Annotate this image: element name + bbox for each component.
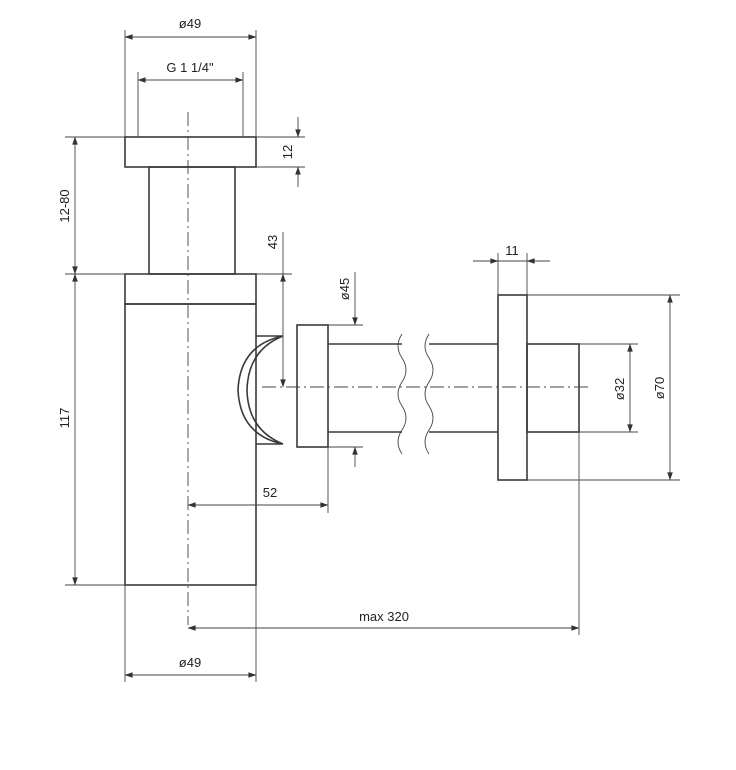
- dimension-labels: ø49 G 1 1/4" 12 12-80 117 43 ø45 52 ø49 …: [57, 16, 667, 670]
- label-cap-height: 12: [280, 145, 295, 159]
- label-max-length: max 320: [359, 609, 409, 624]
- top-cap: [124, 136, 257, 168]
- riser-tube: [148, 166, 236, 275]
- body-collar: [124, 273, 257, 305]
- dimension-lines: [72, 34, 673, 678]
- flange-plate: [497, 294, 528, 481]
- label-thread: G 1 1/4": [166, 60, 214, 75]
- body-cylinder: [124, 303, 257, 586]
- label-bottom-diameter: ø49: [179, 655, 201, 670]
- label-adjust-range: 12-80: [57, 189, 72, 222]
- outlet-elbow: [237, 335, 284, 445]
- outlet-pipe: [328, 333, 498, 455]
- label-body-height: 117: [57, 408, 72, 429]
- label-flange-diameter: ø70: [652, 377, 667, 399]
- pipe-break-right: [424, 333, 434, 455]
- wall-flange: [497, 294, 580, 481]
- siphon-body: [124, 136, 329, 586]
- label-top-diameter: ø49: [179, 16, 201, 31]
- outlet-nut: [296, 324, 329, 448]
- elbow-inner: [246, 335, 284, 445]
- wall-pipe: [526, 343, 580, 433]
- label-body-to-nut: 52: [263, 485, 277, 500]
- label-pipe-diameter: ø32: [612, 378, 627, 400]
- label-flange-thickness: 11: [505, 243, 519, 258]
- pipe-break-left: [397, 333, 407, 455]
- label-nut-diameter: ø45: [337, 278, 352, 300]
- label-outlet-offset: 43: [265, 235, 280, 249]
